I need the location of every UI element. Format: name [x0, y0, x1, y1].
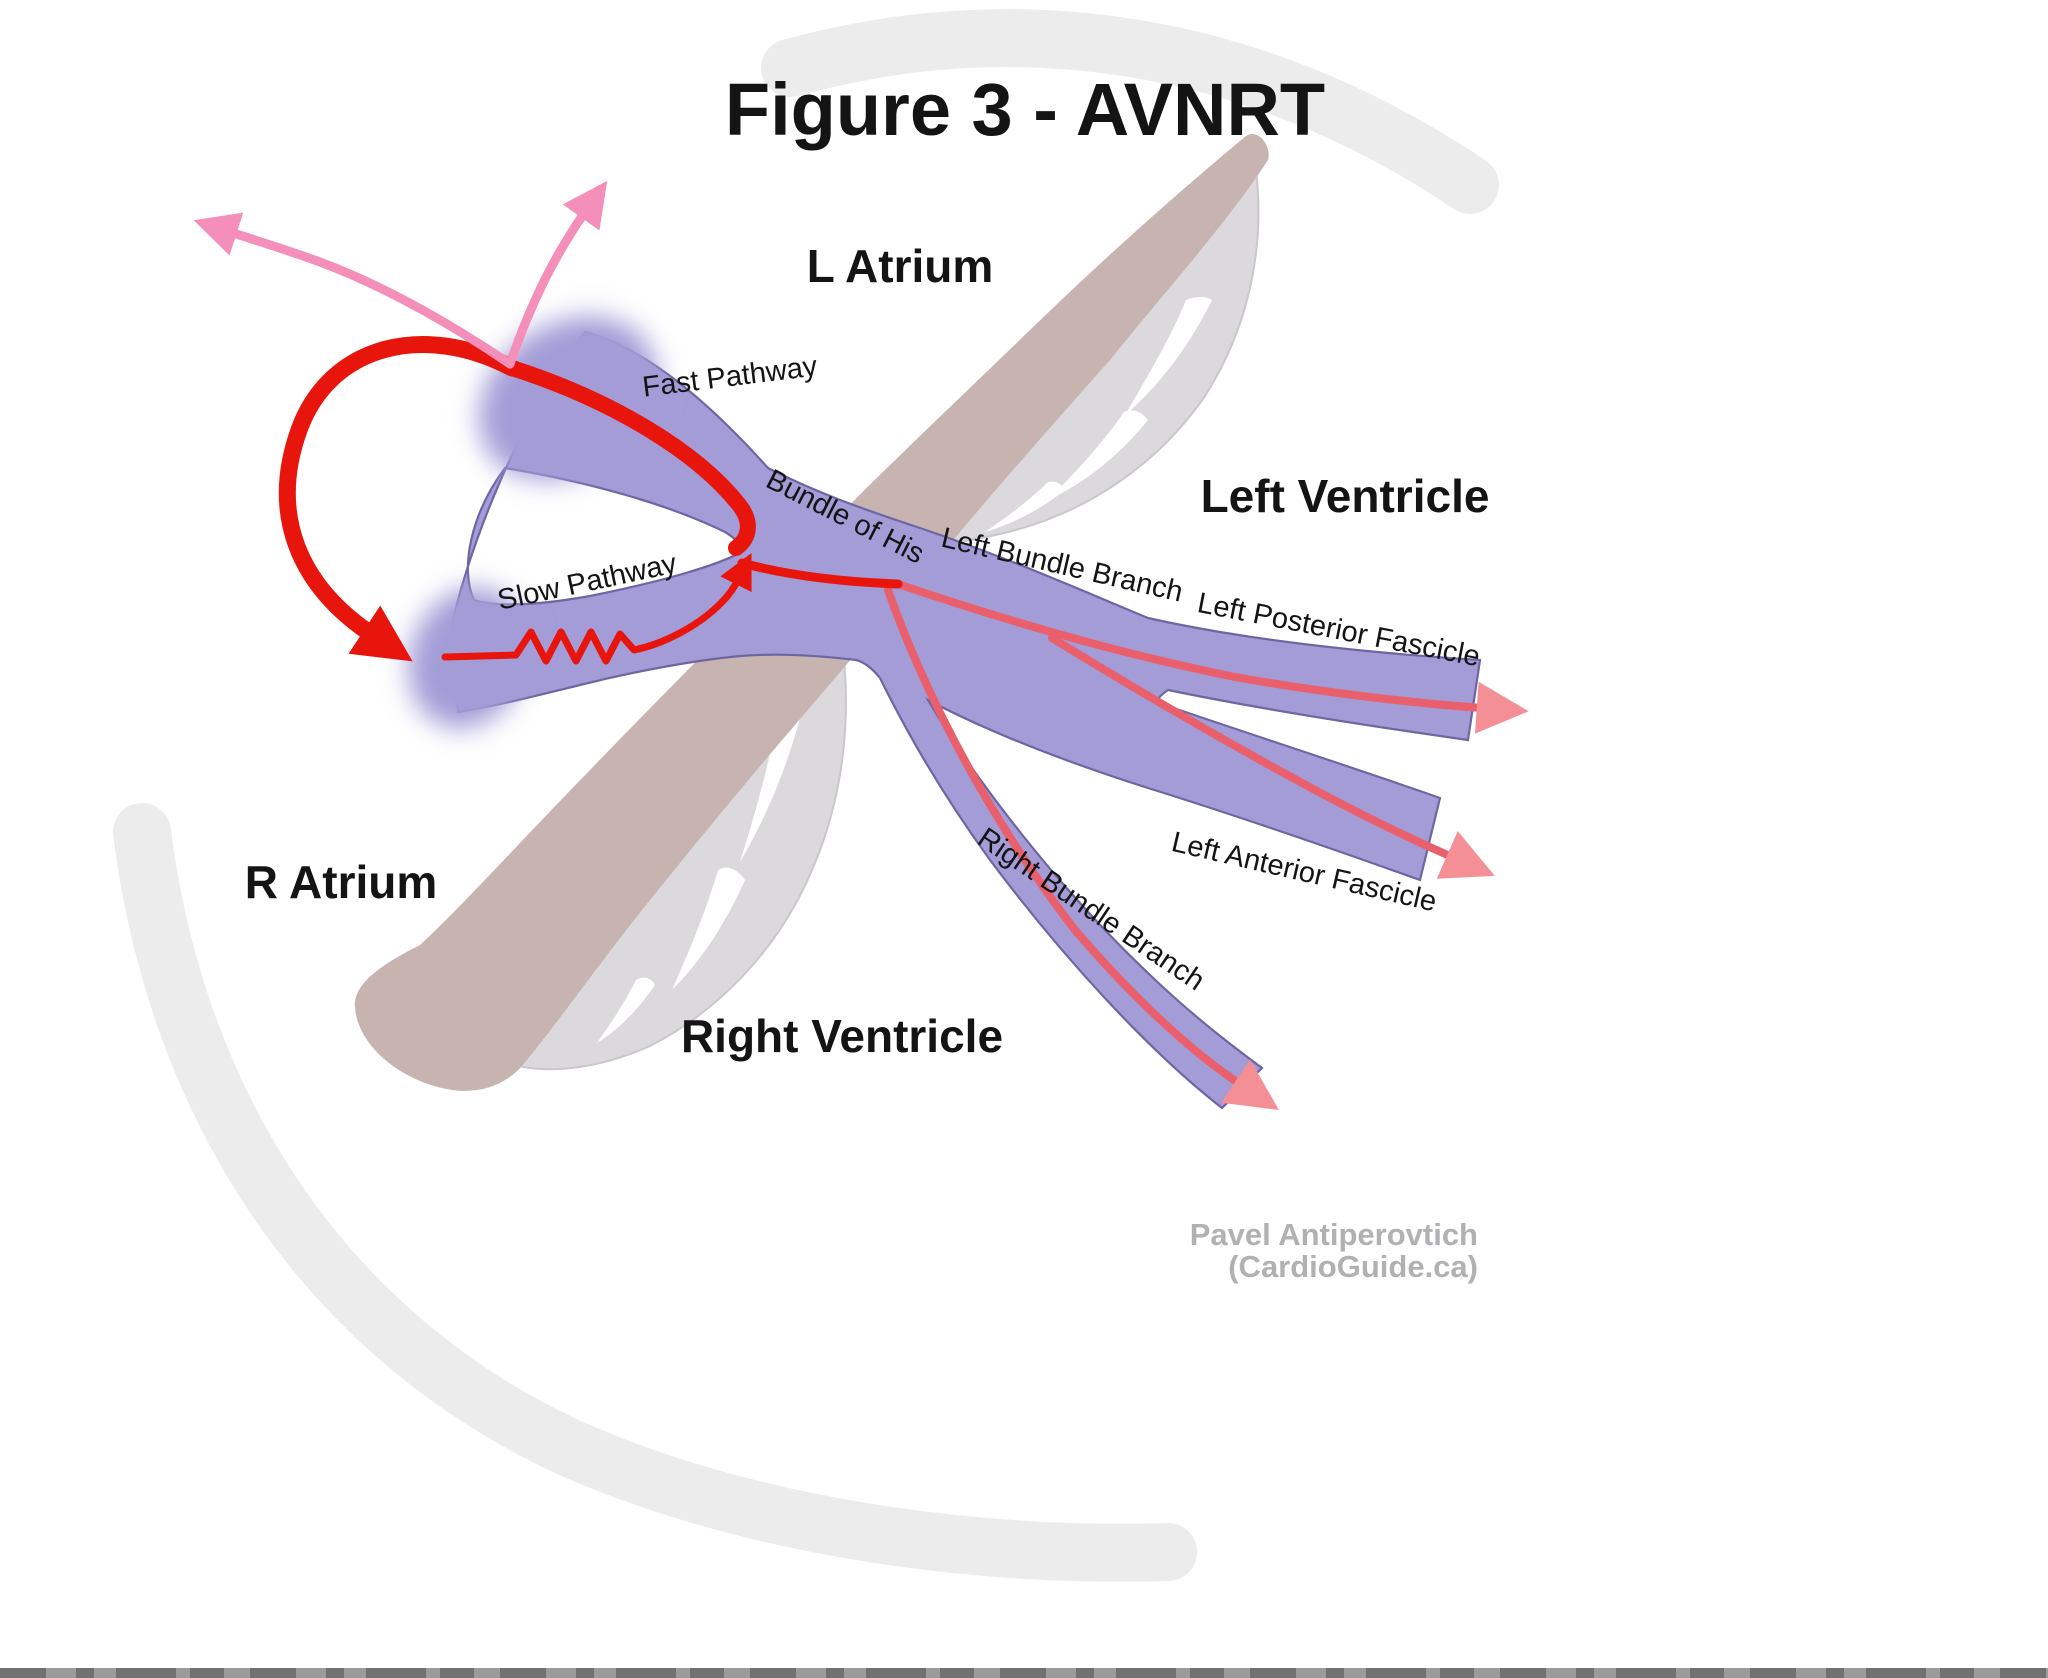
- leaflet-notch: [740, 696, 805, 862]
- attribution-author: Pavel Antiperovtich: [1190, 1217, 1478, 1252]
- right-bundle-impulse-line: [884, 586, 1279, 1110]
- left-posterior-fascicle-impulse-line: [894, 580, 1529, 734]
- label-left-ventricle: Left Ventricle: [1201, 470, 1490, 522]
- left-anterior-fascicle-impulse-line: [1048, 634, 1495, 879]
- label-fast-pathway: Fast Pathway: [641, 350, 820, 403]
- bundle-of-his-impulse-line: [737, 558, 903, 589]
- slow-pathway-line-with-zigzag: [441, 552, 752, 665]
- fast-pathway-fuzzy-region: [478, 316, 658, 480]
- background-arc-top-right: [761, 9, 1499, 214]
- leaflet-notch: [1125, 297, 1212, 415]
- label-right-ventricle: Right Ventricle: [681, 1010, 1003, 1062]
- label-l-atrium: L Atrium: [807, 240, 994, 292]
- figure-title: Figure 3 - AVNRT: [725, 68, 1325, 151]
- fast-pathway-retrograde-line: [504, 360, 756, 556]
- leaflet-notch: [672, 867, 745, 990]
- reentry-loop-arrow: [278, 336, 521, 662]
- leaflet-notch: [1048, 410, 1148, 500]
- atrial-activation-arrow-left: [193, 212, 515, 369]
- leaflet-notch: [985, 481, 1065, 532]
- leaflet-notch: [597, 977, 655, 1043]
- atrial-activation-arrow-up: [505, 180, 608, 369]
- attribution-site: (CardioGuide.ca): [1228, 1249, 1478, 1284]
- background-arc-bottom-left: [113, 803, 1197, 1582]
- label-r-atrium: R Atrium: [245, 856, 438, 908]
